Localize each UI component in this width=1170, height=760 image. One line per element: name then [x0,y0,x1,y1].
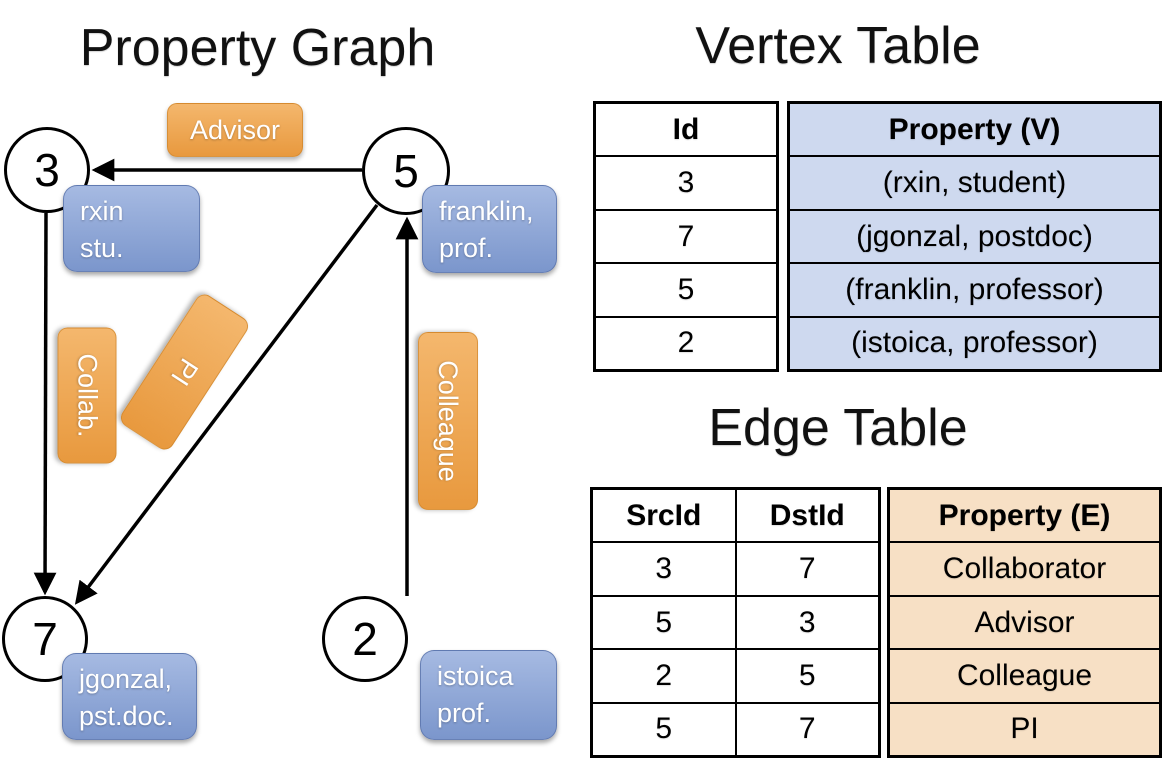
edge-table-srcid-cell: 5 [655,605,673,639]
vertex-property-line1: jgonzal, [79,664,173,694]
vertex-table-id-header: Id [672,112,700,146]
edge-table-srcid-header: SrcId [626,498,702,532]
edge-table-dstid-cell: 7 [734,543,879,595]
edge-table-row: 3 7 [593,541,879,595]
edge-table-dstid-cell: 5 [734,650,879,702]
vertex-property-line2: prof. [439,233,494,264]
vertex-property-line2: stu. [80,233,124,264]
vertex-property-line2: prof. [437,698,492,729]
vertex-table-property-cell: (jgonzal, postdoc) [790,208,1159,262]
edge-table-property-cell: PI [890,701,1159,755]
edge-table-property-cell: Collaborator [890,541,1159,594]
edge-table-id-columns: SrcId DstId 3 7 5 3 2 5 5 7 [590,487,881,758]
node-id-label: 2 [352,613,378,665]
graph-node-2: 2 [322,596,408,682]
edge-table-dstid-cell: 7 [734,703,879,756]
edge-table-srcid-cell: 3 [655,552,673,586]
vertex-property-box-rxin: rxin stu. [63,185,200,272]
vertex-table-id-cell: 3 [596,155,776,208]
node-id-label: 7 [32,613,58,665]
edge-table-row: 5 7 [593,701,879,756]
vertex-table-id-cell: 7 [596,208,776,262]
edge-table-srcid-cell: 5 [655,712,673,746]
edge-table-dstid-cell: 3 [734,596,879,649]
vertex-property-box-jgonzal: jgonzal, pst.doc. [62,653,197,740]
vertex-table-property-cell: (franklin, professor) [790,262,1159,315]
edge-label-colleague: Colleague [418,332,478,510]
edge-table-property-cell: Advisor [890,594,1159,648]
vertex-property-box-istoica: istoica prof. [420,650,557,740]
vertex-table-property-header: Property (V) [888,112,1061,146]
edge-table-property-header: Property (E) [938,498,1111,532]
vertex-property-line1: franklin, [439,196,534,226]
edge-label-advisor: Advisor [167,103,303,157]
edge-table-row: 5 3 [593,594,879,649]
edge-pi-5-to-7 [74,203,379,605]
node-id-label: 5 [393,145,419,197]
edge-table-row: 2 5 [593,648,879,702]
graph-edges-canvas [33,158,419,605]
edge-collab-3-to-7 [33,212,57,596]
vertex-property-line1: istoica [437,661,514,691]
vertex-table-property-cell: (istoica, professor) [790,315,1159,369]
vertex-table-id-column: Id 3 7 5 2 [593,101,779,372]
vertex-property-line2: pst.doc. [79,701,174,732]
edge-table-srcid-cell: 2 [655,658,673,692]
vertex-property-box-franklin: franklin, prof. [422,185,557,273]
vertex-table-id-cell: 2 [596,315,776,369]
vertex-table-title: Vertex Table [695,17,981,75]
edge-label-collab: Collab. [57,327,117,464]
edge-table-property-column: Property (E) Collaborator Advisor Collea… [887,487,1162,758]
vertex-table-property-cell: (rxin, student) [790,155,1159,208]
vertex-property-line1: rxin [80,196,124,226]
edge-table-dstid-header: DstId [734,490,879,542]
graph-node-5: 5 [362,127,450,215]
node-id-label: 3 [34,144,60,196]
edge-table-header-row: SrcId DstId [593,490,879,542]
edge-table-property-cell: Colleague [890,648,1159,701]
vertex-table-id-cell: 5 [596,262,776,315]
property-graph-title: Property Graph [79,19,436,77]
edge-table-title: Edge Table [708,399,968,457]
vertex-table-property-column: Property (V) (rxin, student) (jgonzal, p… [787,101,1162,372]
